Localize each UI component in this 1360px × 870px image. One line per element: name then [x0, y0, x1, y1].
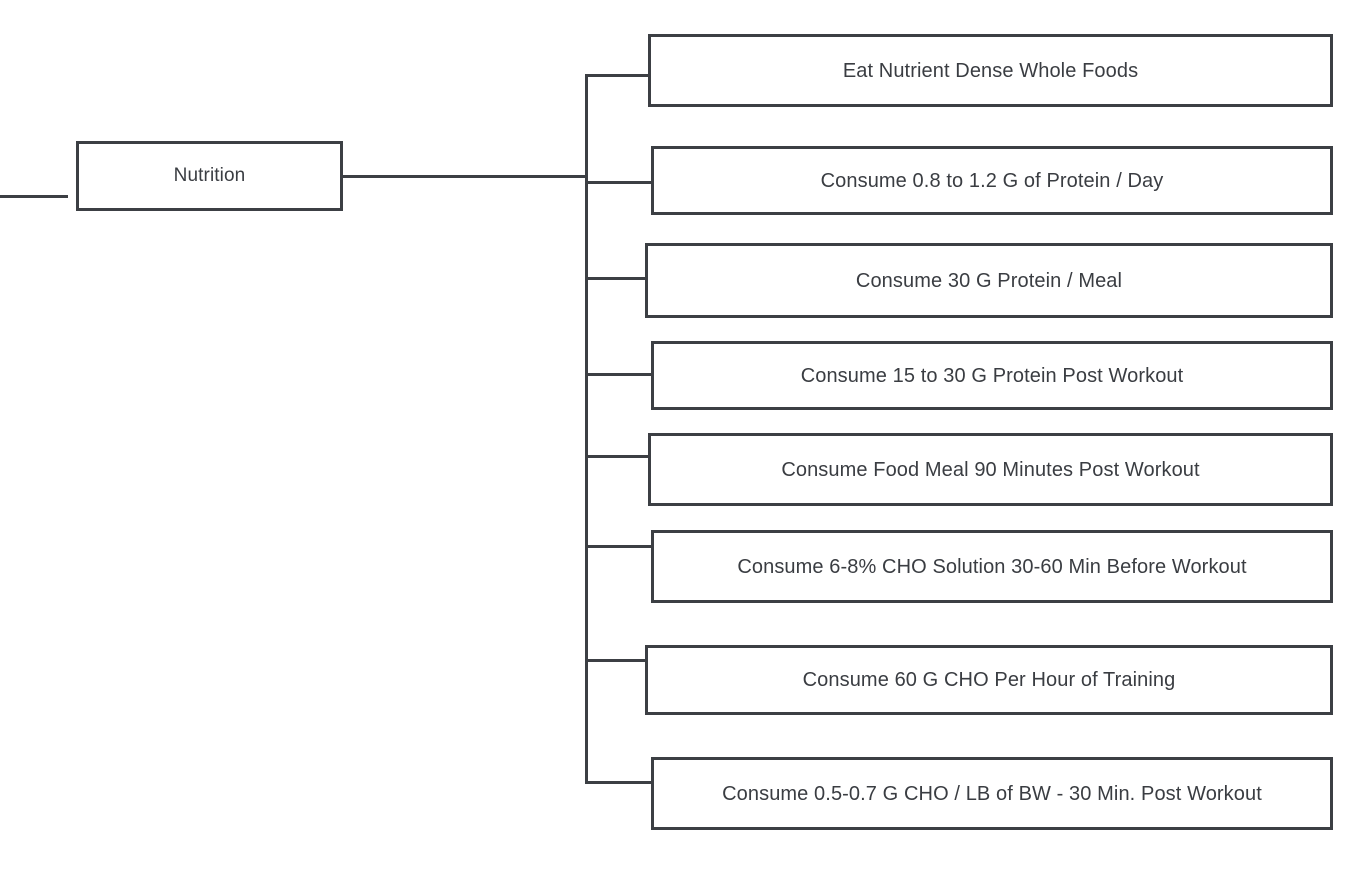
node-consume-30g-protein-per-meal[interactable]: Consume 30 G Protein / Meal [645, 243, 1333, 318]
node-consume-cho-solution-before-workout[interactable]: Consume 6-8% CHO Solution 30-60 Min Befo… [651, 530, 1333, 603]
root-node-nutrition[interactable]: Nutrition [76, 141, 343, 211]
node-consume-food-meal-post-workout[interactable]: Consume Food Meal 90 Minutes Post Workou… [648, 433, 1333, 506]
node-eat-nutrient-dense-whole-foods[interactable]: Eat Nutrient Dense Whole Foods [648, 34, 1333, 107]
branch-stub-2 [585, 181, 651, 184]
node-consume-protein-per-day[interactable]: Consume 0.8 to 1.2 G of Protein / Day [651, 146, 1333, 215]
node-consume-cho-post-workout[interactable]: Consume 0.5-0.7 G CHO / LB of BW - 30 Mi… [651, 757, 1333, 830]
branch-stub-5 [585, 455, 651, 458]
node-label: Eat Nutrient Dense Whole Foods [842, 59, 1139, 82]
branch-stub-6 [585, 545, 651, 548]
branch-stub-7 [585, 659, 651, 662]
node-label: Consume 0.5-0.7 G CHO / LB of BW - 30 Mi… [722, 782, 1262, 805]
node-label: Consume 0.8 to 1.2 G of Protein / Day [820, 169, 1164, 192]
node-label: Consume 60 G CHO Per Hour of Training [802, 669, 1176, 691]
node-label: Consume Food Meal 90 Minutes Post Workou… [781, 458, 1200, 481]
node-consume-protein-post-workout[interactable]: Consume 15 to 30 G Protein Post Workout [651, 341, 1333, 410]
branch-stub-1 [585, 74, 651, 77]
branch-stub-3 [585, 277, 651, 280]
root-to-trunk-line [343, 175, 587, 178]
branch-stub-8 [585, 781, 651, 784]
root-node-label: Nutrition [173, 164, 246, 186]
node-label: Consume 15 to 30 G Protein Post Workout [800, 364, 1184, 387]
incoming-connector-line [0, 195, 68, 198]
branch-stub-4 [585, 373, 651, 376]
node-label: Consume 30 G Protein / Meal [855, 269, 1123, 292]
trunk-line [585, 74, 588, 784]
node-consume-cho-per-hour-training[interactable]: Consume 60 G CHO Per Hour of Training [645, 645, 1333, 715]
node-label: Consume 6-8% CHO Solution 30-60 Min Befo… [737, 555, 1247, 578]
